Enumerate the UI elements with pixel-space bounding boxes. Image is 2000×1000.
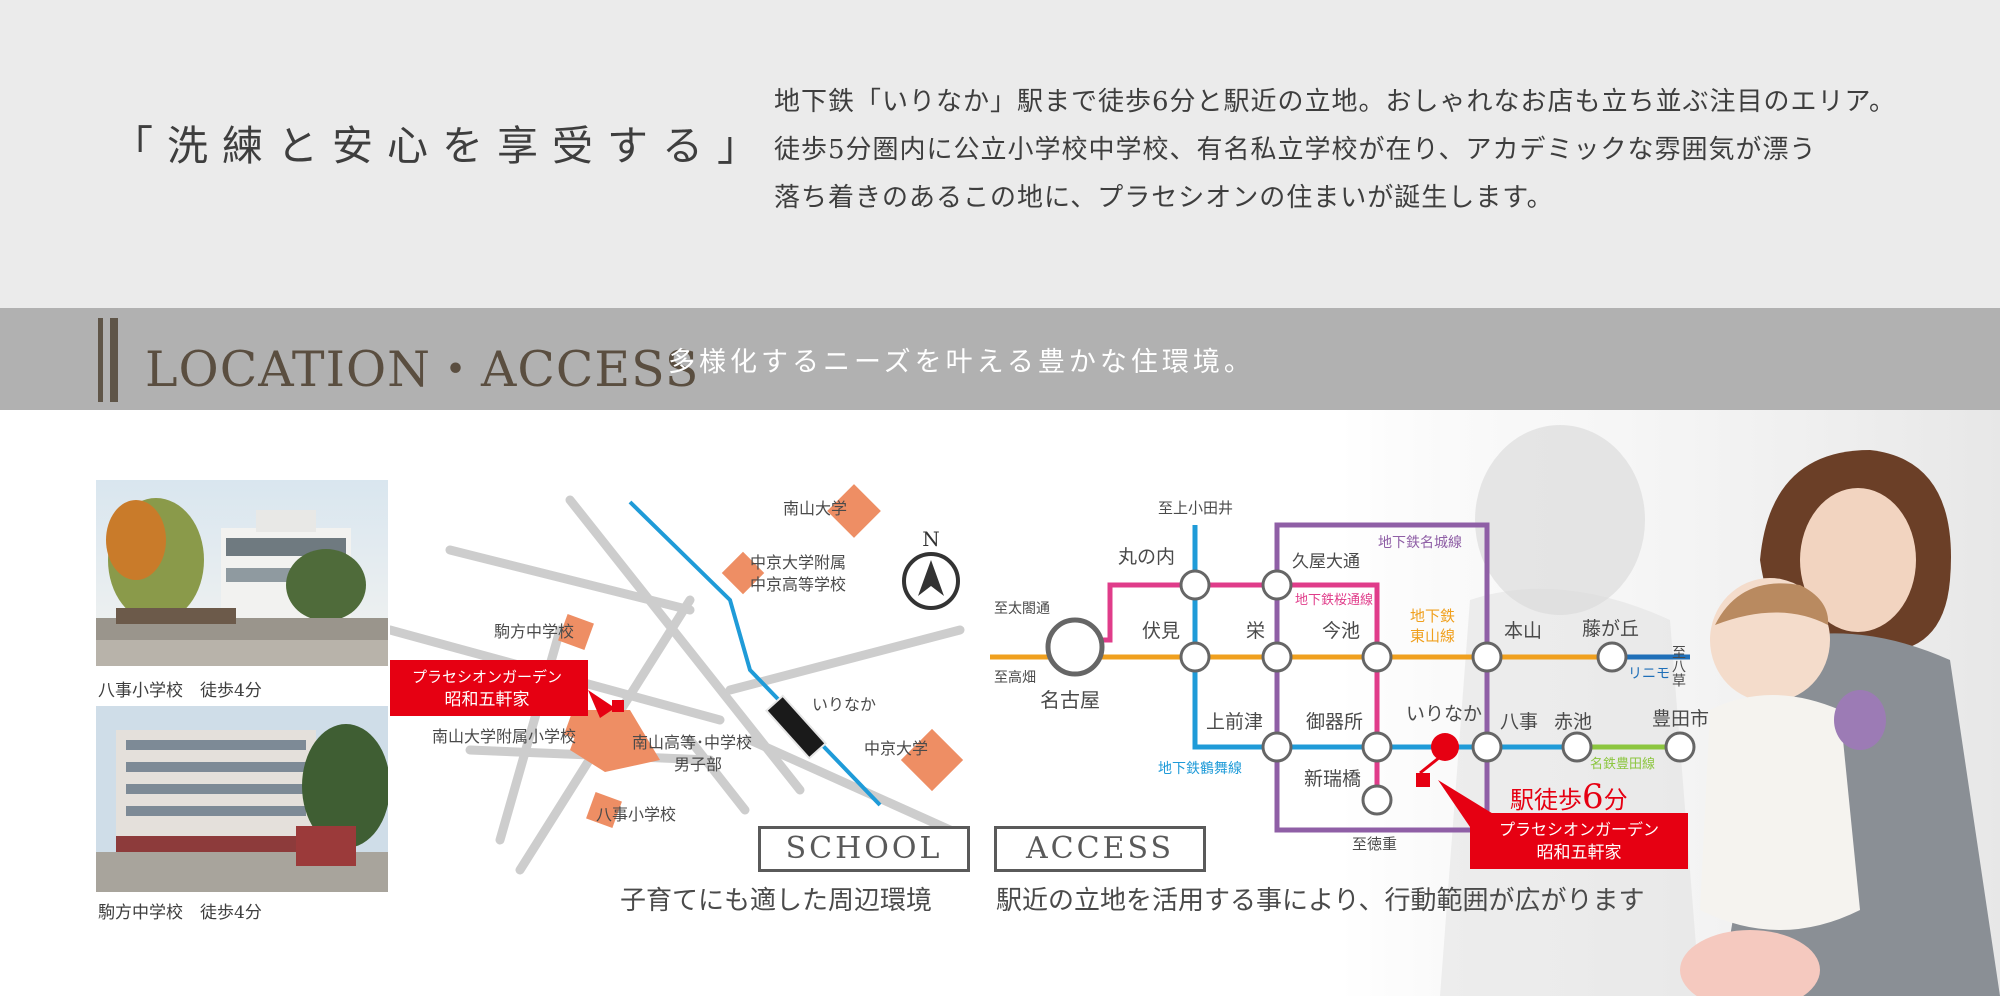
label-to-takabata: 至高畑 [994,669,1036,686]
intro-text: 地下鉄「いりなか」駅まで徒歩6分と駅近の立地。おしゃれなお店も立ち並ぶ注目のエリ… [774,78,1896,222]
photo-caption-komakata: 駒方中学校 徒歩4分 [98,903,262,923]
station-irinaka [1431,733,1459,761]
station-imaike [1361,641,1393,673]
label-nanzan-univ: 南山大学 [783,499,847,518]
station-sakae [1261,641,1293,673]
label-yagoto: 八事 [1500,711,1538,733]
road [745,735,955,835]
headline: 「洗練と安心を享受する」 [112,122,772,170]
station-marunouchi [1179,569,1211,601]
label-toyotashi: 豊田市 [1652,708,1709,730]
label-gokiso: 御器所 [1306,711,1363,733]
station-yagoto [1471,731,1503,763]
mother-and-baby-photo [1340,410,2000,1000]
label-sakuradori-line: 地下鉄桜通線 [1295,592,1373,608]
intro-line-3: 落ち着きのあるこの地に、プラセシオンの住まいが誕生します。 [774,183,1554,213]
label-kamimaezu: 上前津 [1206,711,1263,733]
label-yagoto-elem: 八事小学校 [596,805,676,824]
label-imaike: 今池 [1322,620,1360,642]
road [445,545,695,615]
label-nanzan-high-2: 男子部 [674,755,722,774]
school-marker-yagoto-elem [586,792,622,828]
label-chukyo-attached-1: 中京大学附属 [750,553,846,572]
property-label-line-2: 昭和五軒家 [445,690,530,710]
school-caption: 子育てにも適した周辺環境 [620,886,933,916]
label-higashiyama-line-2: 東山線 [1410,627,1455,645]
property-label-line-1: プラセシオンガーデン [412,668,562,686]
photo-caption-yagoto: 八事小学校 徒歩4分 [98,681,262,701]
intro-section [0,0,2000,308]
property-marker [612,700,624,712]
label-to-kamiotai: 至上小田井 [1158,499,1233,517]
school-photo-komakata [96,706,388,892]
section-bar-thick [110,318,118,402]
label-marunouchi: 丸の内 [1118,546,1175,568]
section-title: LOCATION・ACCESS [145,341,700,398]
label-nanzan-high-1: 南山高等･中学校 [632,733,752,752]
station-shinmizuhashi [1361,784,1393,816]
school-marker-komakata [558,614,594,650]
label-motoyama: 本山 [1504,620,1542,642]
meijo-line [1274,522,1490,833]
property-marker [1416,773,1430,787]
label-akaike: 赤池 [1554,711,1592,733]
access-box-label: ACCESS [994,826,1206,872]
label-irinaka: いりなか [812,695,876,714]
section-subtitle: 多様化するニーズを叶える豊かな住環境。 [668,347,1255,378]
road [685,735,750,815]
label-fushimi: 伏見 [1142,620,1180,642]
station-kamimaezu [1261,731,1293,763]
label-meitetsu-line: 名鉄豊田線 [1590,756,1655,772]
station-fushimi [1179,641,1211,673]
irinaka-station-marker [765,694,827,760]
label-nagoya: 名古屋 [1040,688,1100,712]
label-sakae: 栄 [1246,620,1265,642]
station-gokiso [1361,731,1393,763]
north-arrow-icon [902,552,960,610]
label-tsurumai-line: 地下鉄鶴舞線 [1158,760,1242,777]
sakuradori-line [1078,582,1380,790]
school-box-label: SCHOOL [758,826,970,872]
school-photo-yagoto [96,480,388,666]
station-motoyama [1471,641,1503,673]
station-hisaya [1261,569,1293,601]
label-shinmizuhashi: 新瑞橋 [1304,768,1361,790]
section-band [0,308,2000,410]
school-marker-nanzan-elem [564,708,600,744]
station-toyotashi [1664,731,1696,763]
intro-line-2: 徒歩5分圏内に公立小学校中学校、有名私立学校が在り、アカデミックな雰囲気が漂う [774,135,1817,165]
school-map: N プラセシオンガーデン 昭和五軒家 南山大学 中京大学附属 中京高等学校 駒方… [390,484,965,875]
access-caption: 駅近の立地を活用する事により、行動範囲が広がります [996,886,1645,916]
intro-line-1: 地下鉄「いりなか」駅まで徒歩6分と駅近の立地。おしゃれなお店も立ち並ぶ注目のエリ… [774,87,1896,117]
label-irinaka: いりなか [1406,703,1482,725]
label-komakata: 駒方中学校 [494,622,574,641]
label-meijo-line: 地下鉄名城線 [1378,535,1462,551]
label-nanzan-elem: 南山大学附属小学校 [432,727,576,746]
station-akaike [1561,731,1593,763]
road [725,625,965,695]
school-marker-chukyo-univ [900,728,964,792]
walk-time: 駅徒歩6分 [1510,777,1628,817]
label-to-yakusa: 至八草 [1670,645,1686,687]
station-nagoya [1045,617,1105,677]
property-label-box [390,660,588,716]
north-label: N [922,527,940,551]
label-to-taikotori: 至太閤通 [994,601,1050,617]
property-label-box [1470,813,1688,869]
access-property-label-1: プラセシオンガーデン [1499,820,1659,839]
section-bar-thin [98,318,103,402]
label-fujigaoka: 藤が丘 [1582,618,1639,640]
label-higashiyama-line-1: 地下鉄 [1410,607,1455,625]
label-hisaya: 久屋大通 [1292,552,1360,572]
label-chukyo-univ: 中京大学 [864,739,928,758]
label-chukyo-attached-2: 中京高等学校 [750,575,846,594]
label-linimo: リニモ [1628,666,1670,682]
access-map: プラセシオンガーデン 昭和五軒家 駅徒歩6分 至上小田井 丸の内 久屋大通 地下… [990,499,1709,869]
access-property-label-2: 昭和五軒家 [1537,843,1622,863]
station-fujigaoka [1596,641,1628,673]
label-to-tokushige: 至徳重 [1352,835,1397,853]
